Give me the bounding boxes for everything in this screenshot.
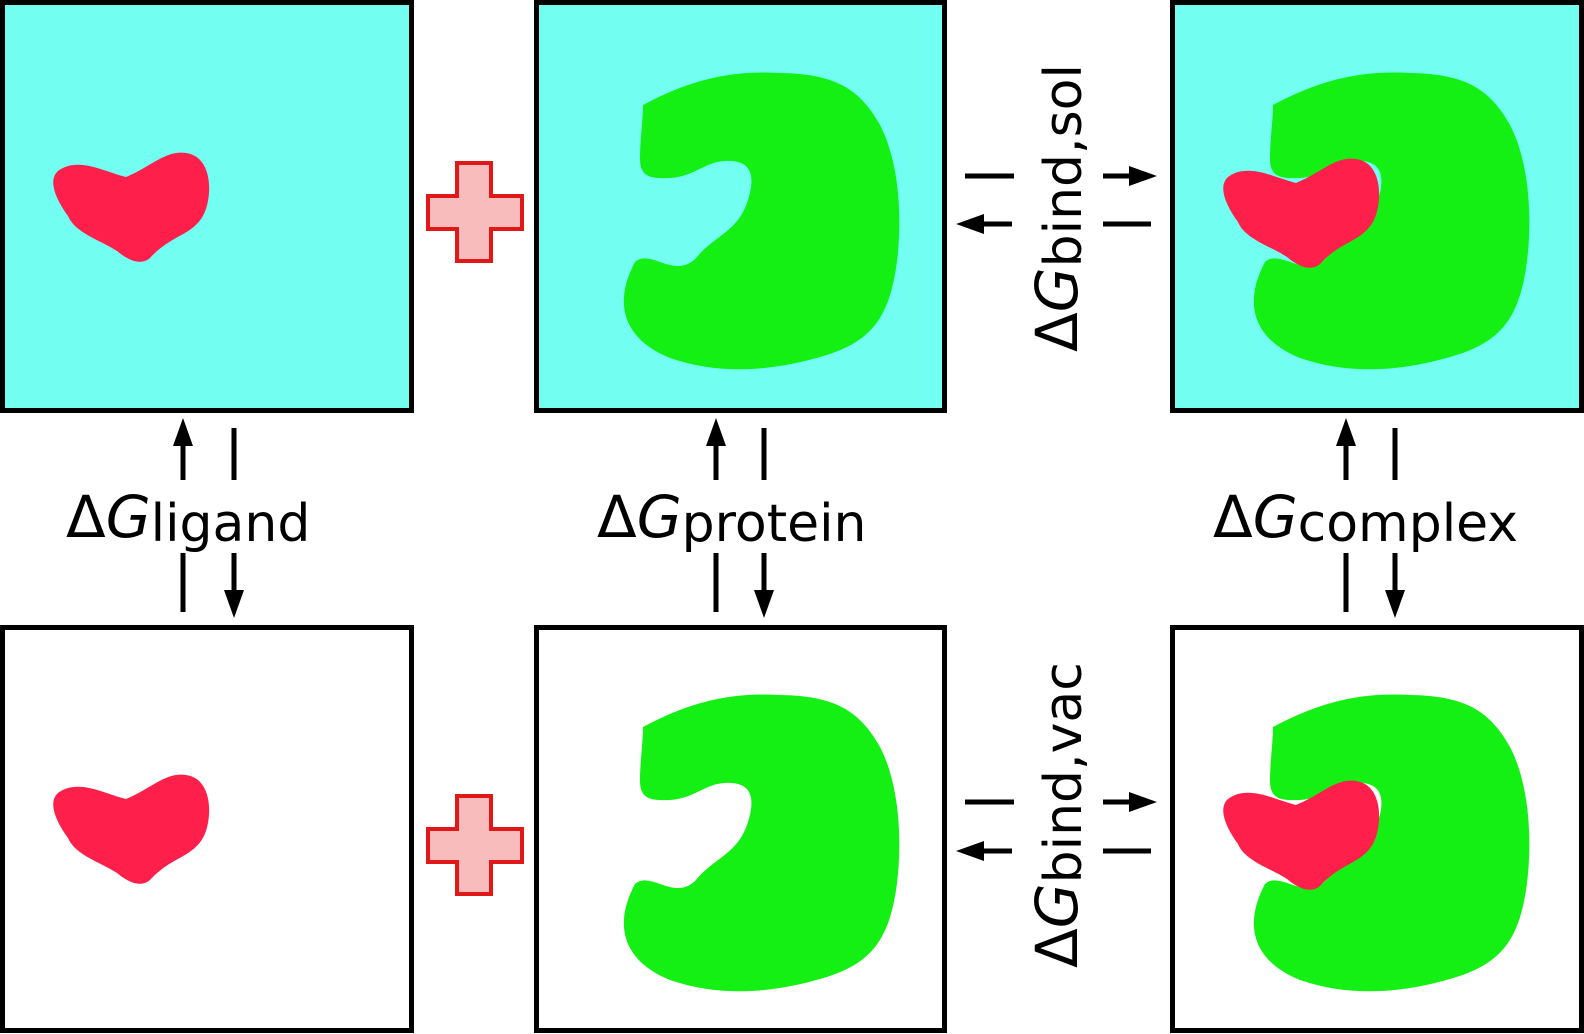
delta-g-protein-label: ΔGprotein — [597, 483, 866, 554]
equilibrium-arrows-ligand — [173, 418, 244, 618]
ligand-vacuum-box — [0, 625, 414, 1033]
equilibrium-arrows-bind-sol — [956, 166, 1157, 234]
protein-solvated-box — [534, 0, 947, 413]
ligand-solvated-box — [0, 0, 414, 413]
equilibrium-arrows-bind-vac — [956, 792, 1157, 861]
equilibrium-arrows-protein — [706, 418, 774, 618]
protein-vacuum-box — [534, 625, 947, 1033]
delta-g-bind-sol-label: ΔGbind,sol — [1023, 64, 1094, 352]
complex-vacuum-box — [1170, 625, 1584, 1033]
plus-icon — [426, 794, 524, 896]
complex-solvated-box — [1170, 0, 1584, 413]
delta-g-complex-label: ΔGcomplex — [1213, 483, 1518, 554]
plus-icon — [426, 161, 524, 263]
delta-g-bind-vac-label: ΔGbind,vac — [1023, 662, 1094, 968]
equilibrium-arrows-complex — [1336, 418, 1405, 618]
delta-g-ligand-label: ΔGligand — [66, 483, 310, 554]
